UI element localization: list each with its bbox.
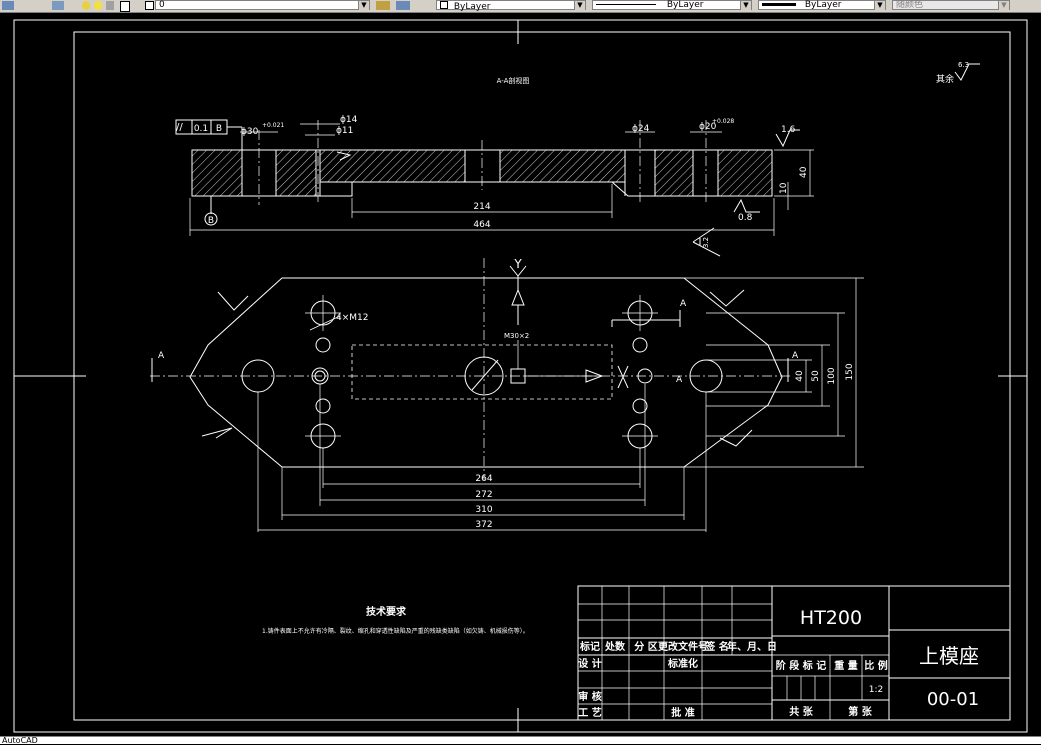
lineweight-dropdown[interactable]: ByLayer ▼ [758, 0, 886, 10]
dim-150: 150 [845, 363, 855, 380]
drawing-canvas[interactable]: A-A剖视图 其余 6.3 [0, 12, 1041, 736]
dim-372: 372 [475, 520, 492, 530]
lock-icon[interactable] [106, 1, 114, 10]
dim-50: 50 [811, 370, 821, 382]
ratio-label: 比 例 [864, 659, 887, 672]
material-label: HT200 [800, 607, 862, 629]
layer-dropdown[interactable]: 0 ▼ [155, 0, 370, 10]
row-review: 审 核 [578, 690, 601, 703]
dim-10-side: 10 [779, 182, 789, 194]
label-a-left: A [158, 351, 165, 361]
row-approve: 批 准 [671, 706, 694, 719]
roughness-0-8: 0.8 [738, 213, 753, 223]
layer-manager-icon[interactable] [2, 1, 14, 10]
row-design: 设 计 [578, 657, 601, 670]
header-mark: 标记 [579, 640, 600, 653]
chevron-down-icon[interactable]: ▼ [998, 1, 1009, 10]
roughness-1-6: 1.6 [781, 125, 796, 135]
dim-464: 464 [473, 220, 490, 230]
row-standardization: 标准化 [667, 657, 698, 670]
label-a-mid: A [676, 375, 683, 385]
color-dropdown[interactable]: ByLayer ▼ [436, 0, 586, 12]
row-process: 工 艺 [578, 706, 601, 719]
scale-value: 1:2 [869, 685, 883, 695]
header-date: 年、月、日 [727, 640, 777, 653]
linetype-sample [596, 4, 656, 5]
chevron-down-icon[interactable]: ▼ [740, 1, 751, 10]
linetype-dropdown[interactable]: ByLayer ▼ [592, 0, 752, 10]
dim-100: 100 [827, 367, 837, 384]
drawing-number: 00-01 [927, 689, 979, 710]
chevron-down-icon[interactable]: ▼ [574, 1, 585, 10]
tech-requirements-title: 技术要求 [366, 605, 407, 618]
dim-phi20: ϕ20 [699, 122, 717, 132]
section-title: A-A剖视图 [497, 76, 530, 85]
tolerance-datum: B [216, 124, 222, 134]
dim-214: 214 [473, 202, 490, 212]
total-sheets-label: 共 张 [789, 705, 813, 718]
dim-40-side: 40 [799, 166, 809, 178]
roughness-other-label: 其余 [936, 73, 954, 85]
dim-phi11: ϕ11 [336, 126, 353, 136]
linetype-value: ByLayer [666, 0, 704, 10]
dim-phi14: ϕ14 [340, 115, 358, 125]
dim-264: 264 [475, 474, 492, 484]
chevron-down-icon[interactable]: ▼ [358, 1, 369, 10]
dim-40: 40 [795, 370, 805, 382]
label-y: Y [513, 257, 522, 271]
roughness-other-value: 6.3 [958, 61, 969, 69]
color-square-icon [440, 1, 448, 9]
label-m30x2: M30×2 [504, 332, 529, 340]
dim-272: 272 [475, 490, 492, 500]
header-signature: 签 名 [704, 640, 728, 653]
header-change-doc: 更改文件号 [658, 640, 708, 653]
label-a-right: A [792, 351, 799, 361]
plan-view [150, 258, 864, 532]
color-square-icon [145, 1, 154, 10]
lineweight-sample [762, 3, 796, 6]
plotstyle-dropdown[interactable]: 随颜色 ▼ [892, 0, 1010, 10]
sun-icon[interactable] [94, 1, 102, 10]
dim-phi20-tol: +0.028 [712, 118, 734, 125]
part-name: 上模座 [919, 644, 979, 668]
header-count: 处数 [604, 640, 626, 653]
dim-phi30-tol: +0.021 [262, 122, 284, 129]
weight-label: 重 量 [834, 659, 857, 672]
tolerance-parallel-symbol: // [176, 122, 183, 133]
sheet-number-label: 第 张 [848, 705, 872, 718]
roughness-3-2: 3.2 [702, 237, 710, 248]
header-zone: 分 区 [634, 640, 657, 653]
command-line-text: AutoCAD [2, 736, 38, 745]
dim-310: 310 [475, 505, 492, 515]
lineweight-value: ByLayer [804, 0, 842, 10]
plotstyle-value: 随颜色 [896, 0, 924, 10]
section-view [175, 119, 814, 257]
outer-frame [13, 19, 1028, 733]
dim-phi24: ϕ24 [632, 124, 650, 134]
datum-b-label: B [208, 216, 214, 226]
properties-toolbar: 0 ▼ ByLayer ▼ ByLayer ▼ ByLayer ▼ 随颜色 ▼ [0, 0, 1041, 13]
title-block [577, 585, 1011, 721]
layer-value: 0 [159, 0, 165, 10]
label-4xm12: 4×M12 [336, 313, 368, 323]
make-current-layer-icon[interactable] [376, 1, 390, 10]
dim-phi30: ϕ30 [241, 127, 259, 137]
color-value: ByLayer [453, 2, 491, 12]
command-line[interactable]: AutoCAD [0, 736, 1041, 745]
roughness-symbol-icon [954, 63, 980, 81]
label-a-top: A [680, 299, 687, 309]
chevron-down-icon[interactable]: ▼ [874, 1, 885, 10]
layer-states-icon[interactable] [52, 1, 64, 10]
bulb-icon[interactable] [82, 1, 90, 10]
tech-requirements-line1: 1.铸件表面上不允许有冷隔、裂纹、缩孔和穿透性缺陷及严重的残缺类缺陷（如欠铸、机… [262, 627, 529, 635]
tolerance-value: 0.1 [194, 124, 208, 134]
stage-mark-label: 阶 段 标 记 [776, 659, 826, 672]
layer-previous-icon[interactable] [396, 1, 410, 10]
color-square-icon[interactable] [120, 1, 130, 12]
